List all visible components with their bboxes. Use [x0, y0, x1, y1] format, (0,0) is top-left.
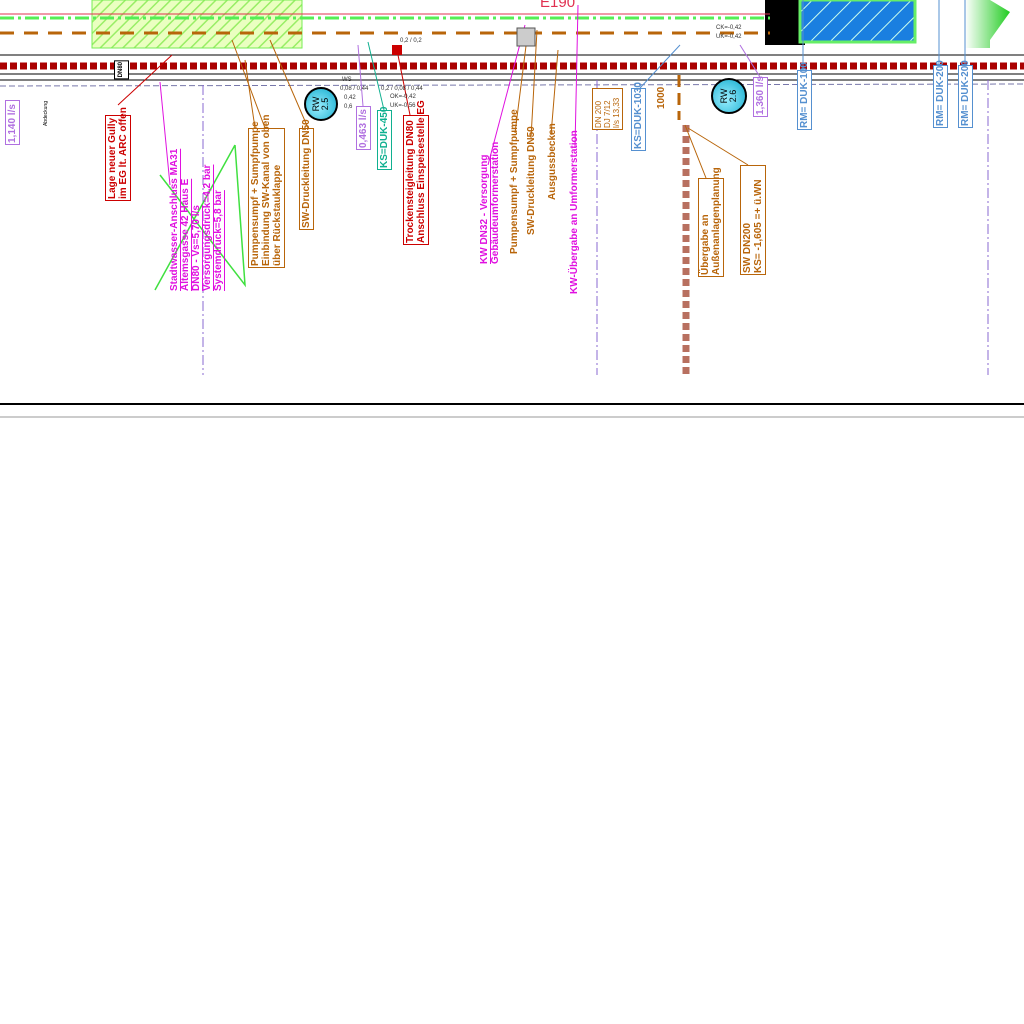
dimension-1000: 1000: [656, 86, 667, 109]
black-wall: [765, 0, 805, 45]
pumpensumpf-label-2: Pumpensumpf + Sumpfpumpe: [508, 109, 521, 255]
level-a: 0,08 / 0,44: [340, 86, 369, 92]
flow-label-1140: 1,140 l/s: [5, 100, 20, 145]
level-f: UK=-0,56: [390, 103, 416, 109]
ks-duk-1030-label: KS=DUK-1030: [631, 82, 646, 151]
ks-duk-450-label: KS=DUK-450: [377, 106, 392, 170]
sw-druckleitung-label-1: SW-Druckleitung DN50: [299, 119, 314, 230]
green-arrow: [965, 0, 1010, 48]
ausgussbecken-label: Ausgussbecken: [546, 123, 559, 201]
level-d: 0,2 / 0,08 / 0,44: [381, 86, 423, 92]
abdeckung-label: Abdeckung: [40, 100, 53, 128]
kw-uebergabe-label: KW-Übergabe an Umformerstation: [568, 130, 581, 295]
level-b: 0,42: [344, 95, 356, 101]
flow-label-1360: 1,360 l/s: [753, 76, 768, 117]
level-c: 0,6: [344, 104, 353, 110]
flow-label-0463: 0,463 l/s: [356, 106, 371, 150]
level-i: 0,2 / 0,2: [400, 38, 422, 44]
hatched-room: [91, 0, 303, 49]
dn80-tag: DN80: [114, 60, 129, 80]
rm-duk-100-label: RM= DUK-100: [797, 62, 812, 130]
level-h: UK=-0,42: [716, 34, 742, 40]
sw-druckleitung-label-2: SW-Druckleitung DN50: [525, 126, 538, 236]
fire-rating: E190: [540, 0, 576, 11]
blue-hatched-area: [798, 0, 917, 44]
rm-duk-200-label: RM= DUK-200: [933, 60, 948, 128]
rm-duk-200-label: RM= DUK-200: [958, 60, 973, 128]
level-ws: WS: [342, 77, 352, 83]
level-g: CK=-0,42: [716, 25, 742, 31]
level-e: OK=-0,42: [390, 94, 416, 100]
